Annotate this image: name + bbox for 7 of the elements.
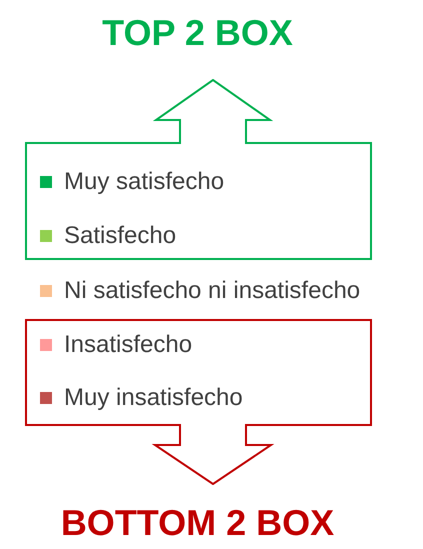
legend-label: Muy insatisfecho — [64, 384, 243, 412]
legend-label: Muy satisfecho — [64, 168, 224, 196]
heading: BOTTOM 2 BOX — [60, 501, 334, 545]
heading: TOP 2 BOX — [102, 11, 293, 55]
legend-label: Satisfecho — [64, 222, 176, 250]
legend-label: Ni satisfecho ni insatisfecho — [64, 277, 360, 305]
legend-label: Insatisfecho — [64, 331, 192, 359]
